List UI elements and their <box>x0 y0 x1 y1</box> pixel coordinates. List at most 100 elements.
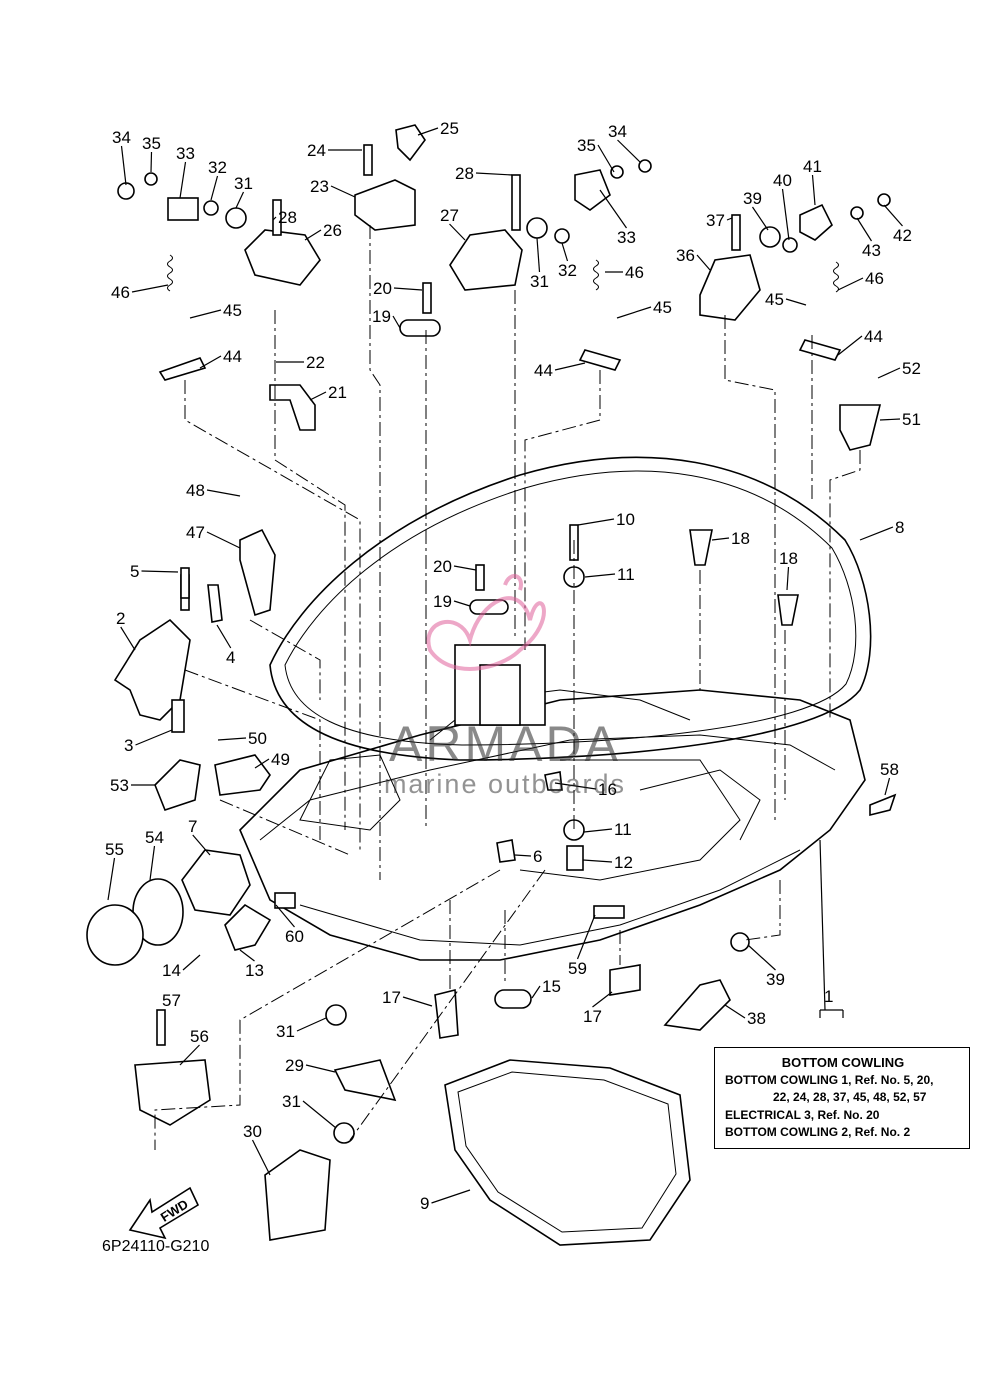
callout-number: 5 <box>130 562 139 581</box>
callout-43: 43 <box>856 217 881 260</box>
callout-number: 42 <box>893 226 912 245</box>
leader-line <box>206 531 241 549</box>
callout-6: 6 <box>514 847 542 866</box>
legend-box: BOTTOM COWLING BOTTOM COWLING 1, Ref. No… <box>714 1047 970 1149</box>
callout-number: 27 <box>440 206 459 225</box>
lower-seal <box>444 1059 691 1246</box>
callout-number: 46 <box>865 269 884 288</box>
callout-28: 28 <box>272 208 297 227</box>
callout-number: 31 <box>530 272 549 291</box>
callout-number: 35 <box>577 136 596 155</box>
leader-line <box>752 206 769 231</box>
callout-number: 32 <box>558 261 577 280</box>
callout-39: 39 <box>743 189 769 231</box>
callout-number: 8 <box>895 518 904 537</box>
leader-line <box>189 309 222 319</box>
leader-line <box>417 127 439 136</box>
callout-number: 39 <box>743 189 762 208</box>
leader-line <box>402 996 433 1007</box>
leader-line <box>179 1044 200 1066</box>
leader-line <box>254 758 270 769</box>
leader-line <box>811 174 816 206</box>
callout-number: 26 <box>323 221 342 240</box>
callout-12: 12 <box>582 853 633 872</box>
callout-24: 24 <box>307 141 362 160</box>
callout-21: 21 <box>309 383 347 402</box>
callout-number: 46 <box>111 283 130 302</box>
callout-27: 27 <box>440 206 466 241</box>
callout-18: 18 <box>779 549 798 591</box>
callout-number: 20 <box>373 279 392 298</box>
leader-line <box>724 1004 746 1019</box>
callout-20: 20 <box>433 557 477 576</box>
callout-number: 21 <box>328 383 347 402</box>
leader-line <box>216 624 232 649</box>
bottom-cowling-body <box>239 644 866 961</box>
callout-10: 10 <box>577 510 635 529</box>
callout-number: 47 <box>186 523 205 542</box>
callout-14: 14 <box>162 954 201 980</box>
callout-number: 7 <box>188 817 197 836</box>
callout-23: 23 <box>310 177 356 198</box>
leader-line <box>884 777 891 796</box>
callout-number: 33 <box>176 144 195 163</box>
callout-number: 24 <box>307 141 326 160</box>
callout-number: 31 <box>234 174 253 193</box>
callout-number: 15 <box>542 977 561 996</box>
callout-25: 25 <box>417 119 459 138</box>
callout-19: 19 <box>372 307 401 329</box>
leader-line <box>877 367 901 379</box>
callout-26: 26 <box>304 221 342 241</box>
callout-29: 29 <box>285 1056 336 1075</box>
legend-title: BOTTOM COWLING <box>781 1055 905 1070</box>
callout-2: 2 <box>116 609 136 651</box>
small-parts <box>86 124 897 1241</box>
callout-number: 20 <box>433 557 452 576</box>
callout-number: 60 <box>285 927 304 946</box>
callout-number: 44 <box>864 327 883 346</box>
callout-46: 46 <box>837 269 884 291</box>
leader-line <box>561 242 569 262</box>
leader-line <box>141 570 179 573</box>
callout-8: 8 <box>859 518 904 541</box>
leader-line <box>120 145 127 186</box>
callout-number: 59 <box>568 959 587 978</box>
callout-18: 18 <box>711 529 750 548</box>
leader-line <box>309 391 327 401</box>
callout-number: 31 <box>276 1022 295 1041</box>
leader-line <box>210 175 219 201</box>
callout-number: 44 <box>534 361 553 380</box>
callout-number: 14 <box>162 961 181 980</box>
leader-line <box>239 949 255 962</box>
callout-number: 33 <box>617 228 636 247</box>
callout-36: 36 <box>676 246 711 271</box>
leader-line <box>131 284 169 293</box>
leader-line <box>859 526 894 541</box>
callout-42: 42 <box>883 204 912 245</box>
leader-line <box>592 991 613 1008</box>
callout-33: 33 <box>599 189 636 247</box>
callout-number: 49 <box>271 750 290 769</box>
callout-19: 19 <box>433 592 471 611</box>
callout-number: 43 <box>862 241 881 260</box>
callout-31: 31 <box>234 174 253 209</box>
leader-line <box>856 217 873 242</box>
callout-48: 48 <box>186 481 241 500</box>
callout-31: 31 <box>276 1017 327 1041</box>
callout-1: 1 <box>824 987 833 1006</box>
callout-number: 10 <box>616 510 635 529</box>
leader-line <box>584 573 616 578</box>
leader-line <box>449 223 466 241</box>
leader-line <box>582 859 613 863</box>
callout-54: 54 <box>145 828 164 881</box>
callout-number: 56 <box>190 1027 209 1046</box>
callout-35: 35 <box>142 134 161 173</box>
leader-line <box>192 834 211 856</box>
leader-line <box>616 306 652 319</box>
leader-line <box>599 189 627 229</box>
callout-59: 59 <box>568 914 596 978</box>
callout-number: 13 <box>245 961 264 980</box>
callout-number: 6 <box>533 847 542 866</box>
leader-line <box>554 362 586 371</box>
callout-number: 41 <box>803 157 822 176</box>
